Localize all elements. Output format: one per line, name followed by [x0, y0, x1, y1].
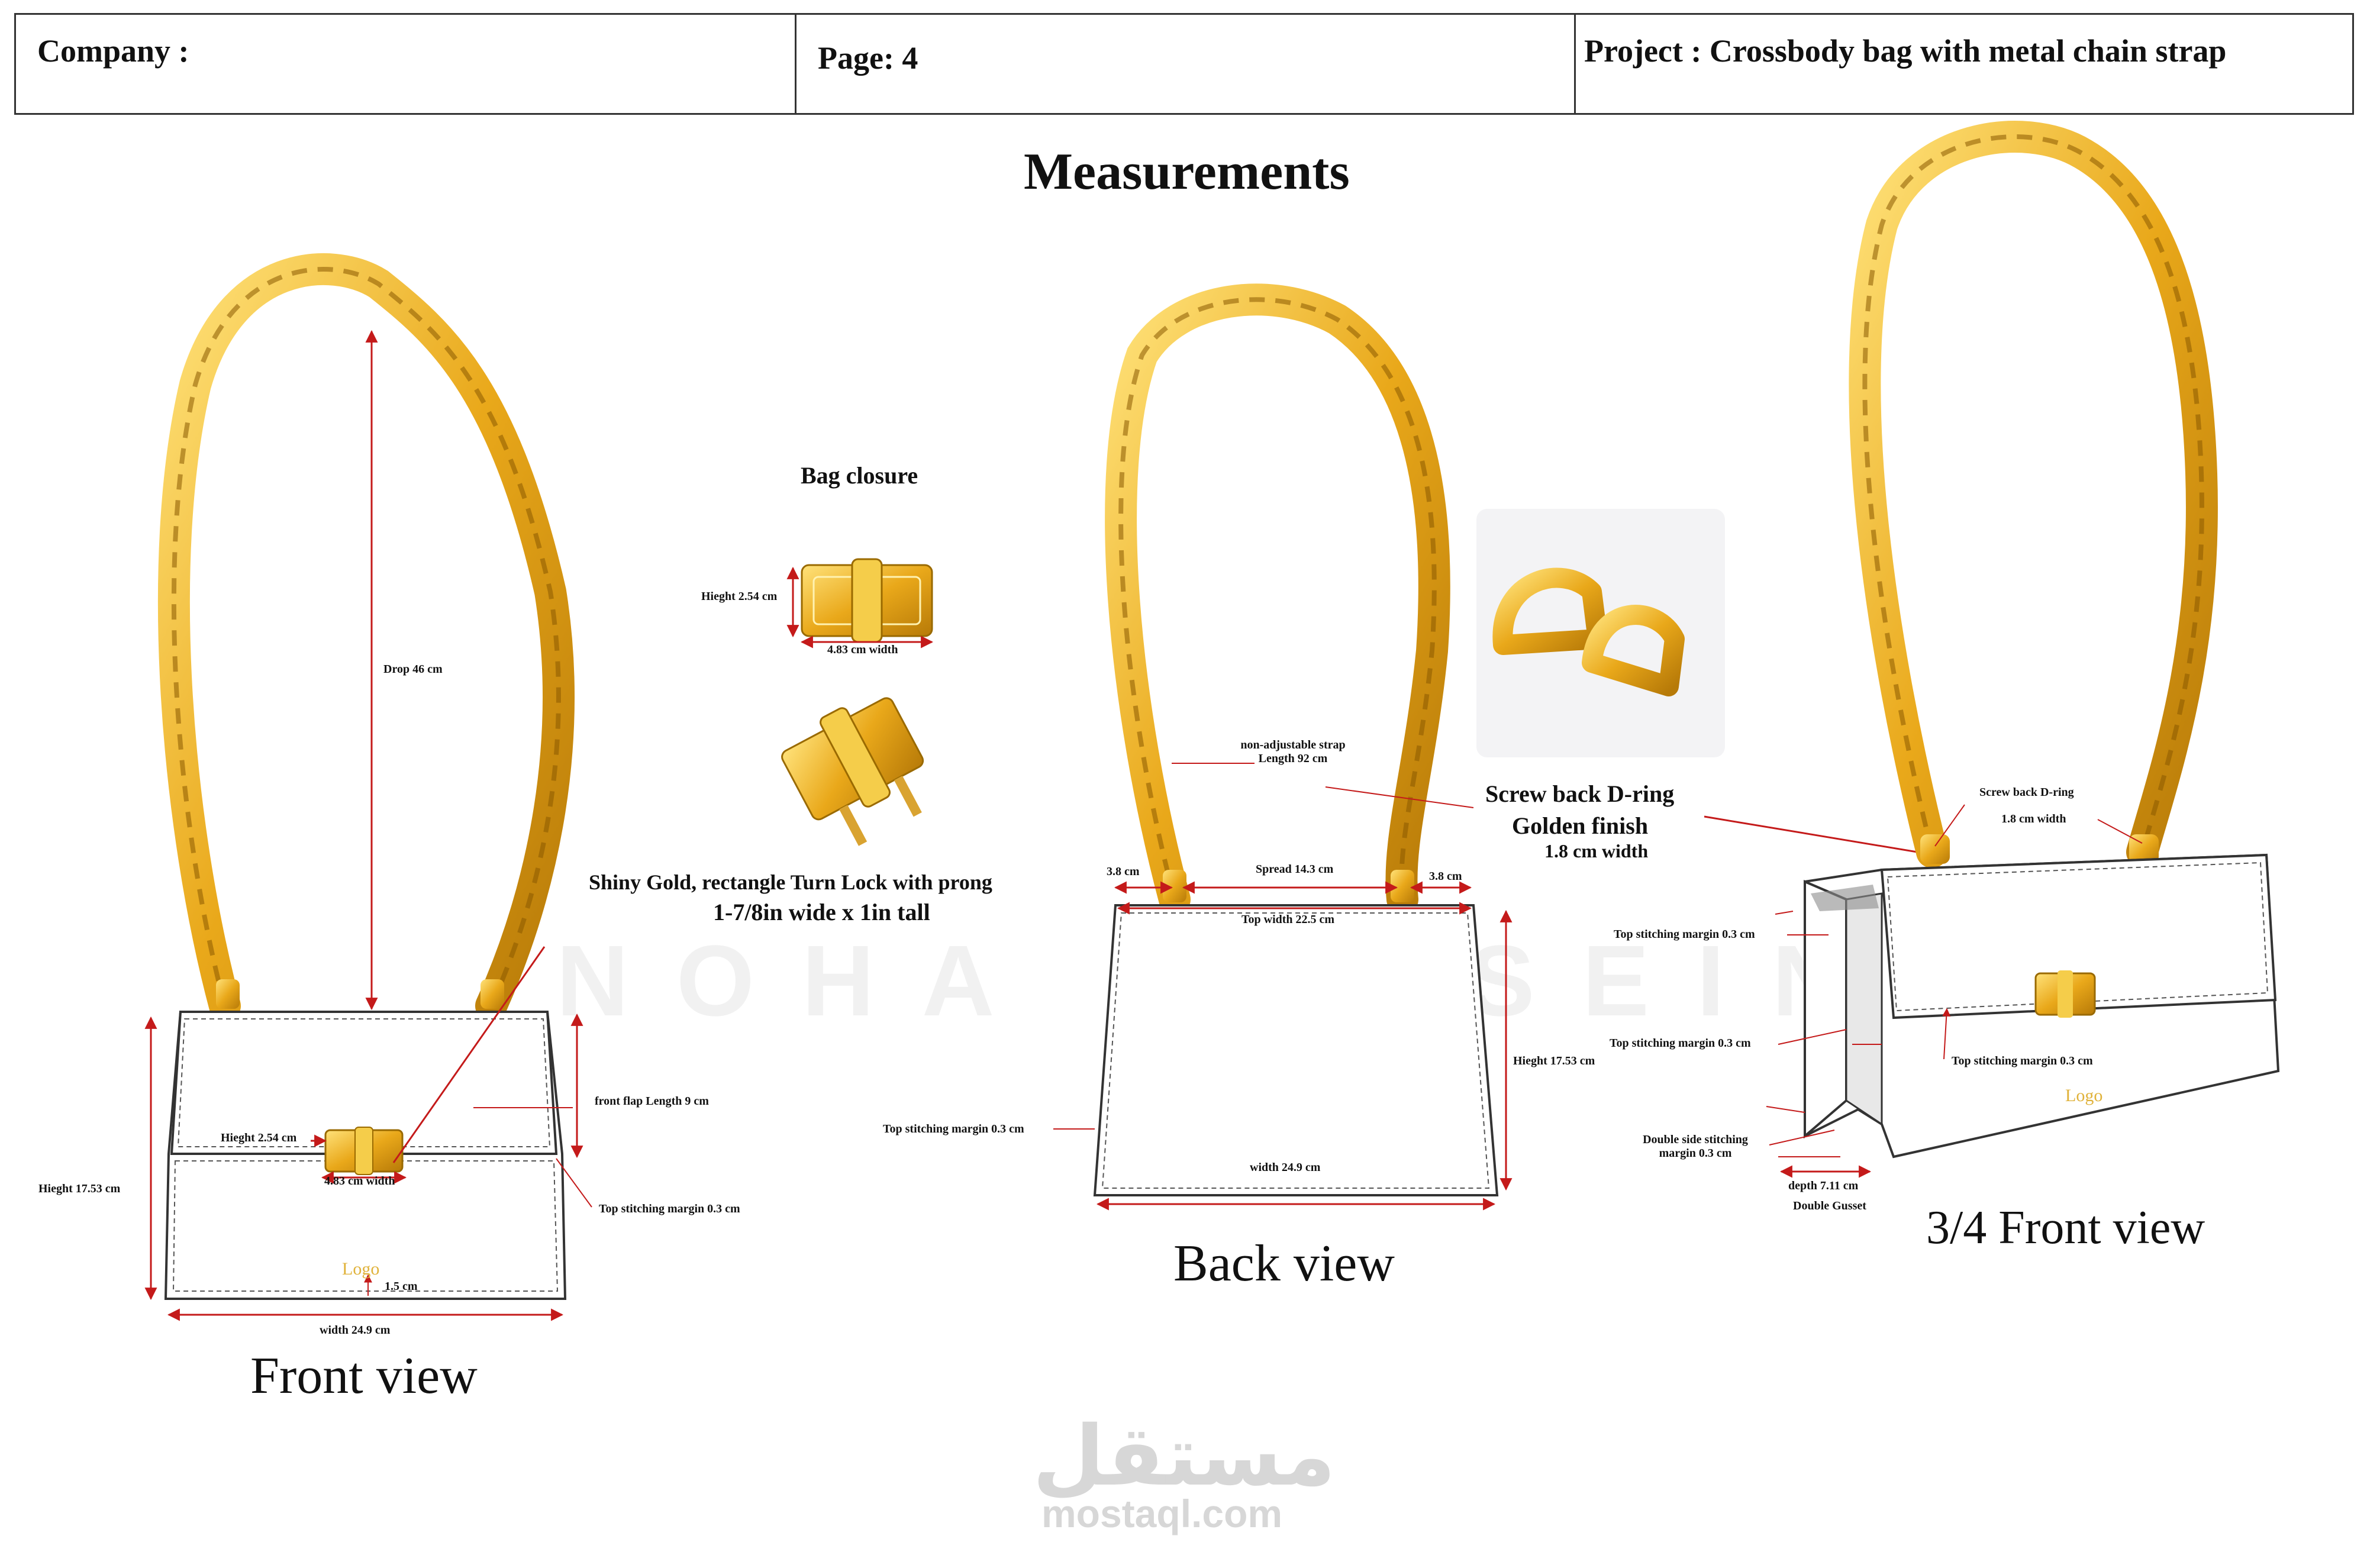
back-height-dimension: Hieght 17.53 cm — [1513, 1054, 1595, 1067]
side-logo: Logo — [2065, 1086, 2103, 1105]
side-chain — [1849, 121, 2218, 868]
company-label: Company : — [37, 33, 189, 69]
dring-title: Screw back D-ring — [1485, 780, 1675, 807]
spread-dimension: Spread 14.3 cm — [1256, 863, 1334, 876]
front-width-dimension: width 24.9 cm — [320, 1324, 391, 1337]
page-number: Page: 4 — [818, 40, 918, 76]
side-stitch-top: Top stitching margin 0.3 cm — [1614, 928, 1755, 941]
three-quarter-view-drawing — [1766, 121, 2280, 1178]
closure-size: 1-7/8in wide x 1in tall — [713, 899, 930, 925]
project-field: Project : Crossbody bag with metal chain… — [1574, 13, 2354, 115]
back-stitching-note: Top stitching margin 0.3 cm — [883, 1122, 1024, 1135]
closure-description: Shiny Gold, rectangle Turn Lock with pro… — [589, 870, 992, 894]
front-chain — [157, 253, 575, 1022]
back-left-gap: 3.8 cm — [1107, 865, 1140, 878]
closure-drawing — [781, 558, 934, 846]
closure-title: Bag closure — [801, 462, 918, 489]
back-width-dimension: width 24.9 cm — [1250, 1161, 1321, 1174]
front-view-label: Front view — [250, 1347, 478, 1405]
page-field: Page: 4 — [795, 13, 1576, 115]
gusset-label: Double Gusset — [1793, 1199, 1866, 1212]
project-title: Project : Crossbody bag with metal chain… — [1584, 33, 2227, 69]
dring-photo — [1476, 509, 1725, 757]
back-chain — [1105, 283, 1450, 915]
closure-height: Hieght 2.54 cm — [701, 590, 778, 603]
dring-finish: Golden finish — [1512, 812, 1649, 839]
back-view-label: Back view — [1173, 1235, 1395, 1292]
front-height-dimension: Hieght 17.53 cm — [38, 1182, 121, 1195]
logo-offset-dimension: 1.5 cm — [385, 1280, 418, 1293]
side-dring-width: 1.8 cm width — [2001, 812, 2066, 825]
front-closure-width: 4.83 cm width — [324, 1175, 395, 1188]
double-stitch-note: Double side stitching margin 0.3 cm — [1643, 1133, 1748, 1160]
company-field: Company : — [14, 13, 796, 115]
page-title: Measurements — [1024, 143, 1350, 201]
site-logo-latin: mostaql.com — [1041, 1492, 1283, 1535]
drop-dimension: Drop 46 cm — [383, 663, 443, 676]
dring-width: 1.8 cm width — [1544, 840, 1649, 862]
three-quarter-view-label: 3/4 Front view — [1926, 1202, 2205, 1254]
back-right-gap: 3.8 cm — [1429, 870, 1462, 883]
front-closure-height: Hieght 2.54 cm — [221, 1131, 297, 1144]
depth-dimension: depth 7.11 cm — [1788, 1179, 1859, 1192]
front-view-drawing — [144, 253, 592, 1321]
top-width-dimension: Top width 22.5 cm — [1241, 913, 1335, 926]
side-dring-note: Screw back D-ring — [1979, 786, 2074, 799]
closure-width: 4.83 cm width — [827, 643, 898, 656]
site-logo-arabic: مستقل — [1033, 1408, 1336, 1505]
front-stitching-note: Top stitching margin 0.3 cm — [599, 1202, 740, 1215]
side-stitch-front: Top stitching margin 0.3 cm — [1952, 1054, 2093, 1067]
front-flap-length: front flap Length 9 cm — [595, 1095, 709, 1108]
side-stitch-mid: Top stitching margin 0.3 cm — [1610, 1037, 1751, 1050]
strap-length-note: non-adjustable strap Length 92 cm — [1240, 738, 1346, 765]
front-logo: Logo — [342, 1259, 380, 1279]
back-view-drawing — [1053, 283, 1918, 1211]
